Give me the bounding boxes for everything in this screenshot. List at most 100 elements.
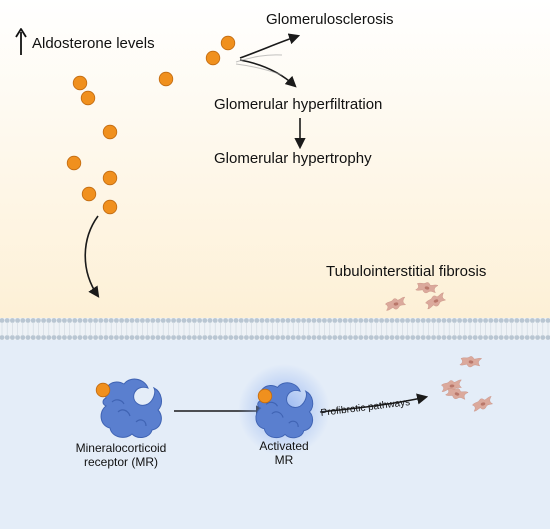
lipid-head-inner xyxy=(462,335,468,340)
lipid-head-outer xyxy=(82,318,88,323)
lipid-head-inner xyxy=(223,335,229,340)
arrow-shadow-1 xyxy=(235,54,283,63)
lipid-head-inner xyxy=(275,335,280,340)
extracellular-background xyxy=(0,0,550,318)
lipid-head-outer xyxy=(93,318,98,323)
lipid-head-inner xyxy=(254,335,260,340)
lipid-head-outer xyxy=(270,318,275,323)
lipid-head-inner xyxy=(114,335,119,340)
lipid-head-inner xyxy=(218,335,223,340)
lipid-head-outer xyxy=(353,318,358,323)
arrow-to-hyperfiltration xyxy=(239,59,297,88)
lipid-head-inner xyxy=(166,335,171,340)
aldosterone-molecule-icon xyxy=(220,35,236,51)
aldosterone-molecule-icon xyxy=(102,170,118,186)
lipid-head-inner xyxy=(379,335,384,340)
aldosterone-molecule-icon xyxy=(102,124,118,140)
lipid-head-inner xyxy=(82,335,88,340)
activated-receptor-icon xyxy=(238,364,330,456)
lipid-head-inner xyxy=(88,335,93,340)
lipid-head-inner xyxy=(348,335,353,340)
lipid-head-inner xyxy=(405,335,410,340)
lipid-head-inner xyxy=(467,335,473,340)
lipid-head-inner xyxy=(524,335,530,340)
lipid-head-outer xyxy=(20,318,26,323)
lipid-head-inner xyxy=(478,335,483,340)
lipid-head-inner xyxy=(30,335,36,340)
lipid-head-inner xyxy=(535,335,540,340)
lipid-head-inner xyxy=(186,335,192,340)
lipid-head-inner xyxy=(358,335,364,340)
lipid-head-inner xyxy=(540,335,546,340)
lipid-head-outer xyxy=(51,318,57,323)
lipid-head-outer xyxy=(176,318,182,323)
lipid-head-inner xyxy=(384,335,390,340)
lipid-head-outer xyxy=(212,318,218,323)
lipid-head-outer xyxy=(363,318,369,323)
lipid-head-inner xyxy=(155,335,161,340)
lipid-head-inner xyxy=(488,335,494,340)
lipid-head-outer xyxy=(441,318,447,323)
up-arrow-icon xyxy=(15,28,27,55)
mr-label-line-1: Mineralocorticoid xyxy=(75,441,167,455)
lipid-head-outer xyxy=(348,318,353,323)
lipid-head-inner xyxy=(4,335,10,340)
lipid-head-outer xyxy=(46,318,52,323)
lipid-head-outer xyxy=(457,318,462,323)
bound-aldosterone-icon xyxy=(257,388,273,404)
lipid-head-inner xyxy=(457,335,462,340)
lipid-head-outer xyxy=(264,318,270,323)
lipid-head-outer xyxy=(192,318,197,323)
lipid-head-inner xyxy=(472,335,478,340)
lipid-head-inner xyxy=(0,335,5,340)
lipid-head-inner xyxy=(389,335,395,340)
lipid-head-inner xyxy=(67,335,72,340)
aldosterone-levels-label: Aldosterone levels xyxy=(32,35,155,52)
membrane-core xyxy=(0,318,550,340)
lipid-head-outer xyxy=(498,318,504,323)
activated-label-line-1: Activated xyxy=(259,439,309,453)
aldosterone-molecule-icon xyxy=(72,75,88,91)
arrow-shadow-2 xyxy=(235,63,283,76)
lipid-head-inner xyxy=(207,335,213,340)
lipid-head-outer xyxy=(483,318,488,323)
lipid-head-outer xyxy=(124,318,130,323)
lipid-head-inner xyxy=(545,335,550,340)
aldosterone-molecule-icon xyxy=(80,90,96,106)
lipid-head-inner xyxy=(93,335,98,340)
lipid-head-inner xyxy=(171,335,177,340)
lipid-head-inner xyxy=(426,335,431,340)
lipid-head-outer xyxy=(332,318,338,323)
lipid-head-inner xyxy=(56,335,62,340)
lipid-head-outer xyxy=(493,318,499,323)
lipid-head-inner xyxy=(519,335,525,340)
lipid-head-outer xyxy=(540,318,546,323)
lipid-head-outer xyxy=(150,318,156,323)
lipid-head-inner xyxy=(25,335,31,340)
lipid-head-outer xyxy=(108,318,114,323)
lipid-head-outer xyxy=(436,318,442,323)
lipid-head-outer xyxy=(223,318,229,323)
lipid-head-outer xyxy=(316,318,322,323)
lipid-head-outer xyxy=(207,318,213,323)
cell-membrane xyxy=(0,318,550,340)
lipid-head-outer xyxy=(30,318,36,323)
lipid-head-outer xyxy=(10,318,15,323)
lipid-head-inner xyxy=(327,335,332,340)
lipid-head-outer xyxy=(535,318,540,323)
lipid-head-outer xyxy=(259,318,265,323)
lipid-head-outer xyxy=(238,318,244,323)
lipid-head-outer xyxy=(306,318,312,323)
aldosterone-molecules xyxy=(66,35,236,215)
lipid-head-outer xyxy=(275,318,280,323)
bound-aldosterone-icon xyxy=(95,382,111,398)
lipid-head-inner xyxy=(249,335,255,340)
lipid-head-outer xyxy=(410,318,416,323)
lipid-head-outer xyxy=(358,318,364,323)
lipid-head-outer xyxy=(233,318,239,323)
lipid-head-outer xyxy=(166,318,171,323)
lipid-head-inner xyxy=(140,335,145,340)
glomerular-hyperfiltration-label: Glomerular hyperfiltration xyxy=(214,96,383,113)
lipid-head-outer xyxy=(301,318,306,323)
lipid-head-outer xyxy=(394,318,400,323)
